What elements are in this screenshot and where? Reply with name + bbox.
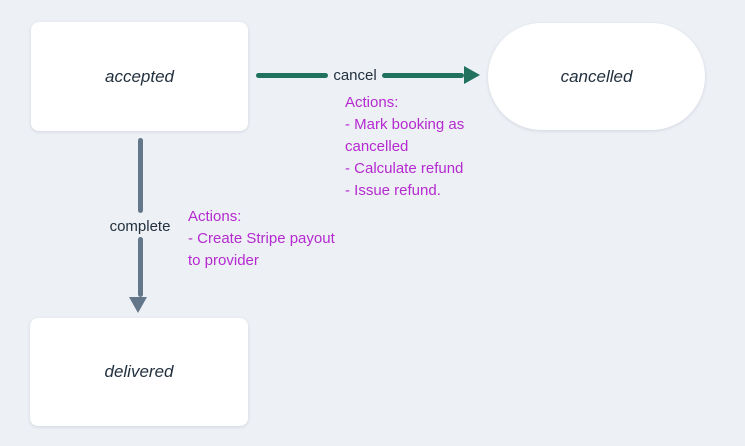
edge-complete-label: complete bbox=[109, 218, 171, 235]
annotation-line: Actions: bbox=[345, 94, 399, 111]
node-cancelled-label: cancelled bbox=[560, 66, 633, 86]
annotation-line: - Calculate refund bbox=[345, 160, 464, 177]
edge-complete-line-top bbox=[138, 138, 143, 213]
node-delivered: delivered bbox=[30, 318, 248, 426]
node-delivered-label: delivered bbox=[104, 362, 174, 381]
edge-cancel-label: cancel bbox=[333, 67, 377, 84]
annotation-line: cancelled bbox=[345, 138, 409, 155]
node-accepted-label: accepted bbox=[105, 66, 174, 86]
node-accepted: accepted bbox=[31, 22, 248, 131]
annotation-line: to provider bbox=[188, 252, 259, 269]
arrowhead-down-icon bbox=[129, 297, 147, 313]
annotation-line: Actions: bbox=[188, 208, 242, 225]
annotation-cancel-actions: Actions: - Mark booking as cancelled - C… bbox=[345, 92, 464, 202]
edge-complete-line-bottom bbox=[138, 237, 143, 297]
annotation-line: - Create Stripe payout bbox=[188, 230, 335, 247]
annotation-line: - Issue refund. bbox=[345, 182, 441, 199]
edge-cancel-line-right bbox=[382, 73, 464, 78]
annotation-complete-actions: Actions: - Create Stripe payout to provi… bbox=[188, 206, 335, 272]
edge-cancel-line-left bbox=[256, 73, 328, 78]
arrowhead-right-icon bbox=[464, 66, 480, 84]
node-cancelled: cancelled bbox=[488, 23, 705, 130]
annotation-line: - Mark booking as bbox=[345, 116, 465, 133]
